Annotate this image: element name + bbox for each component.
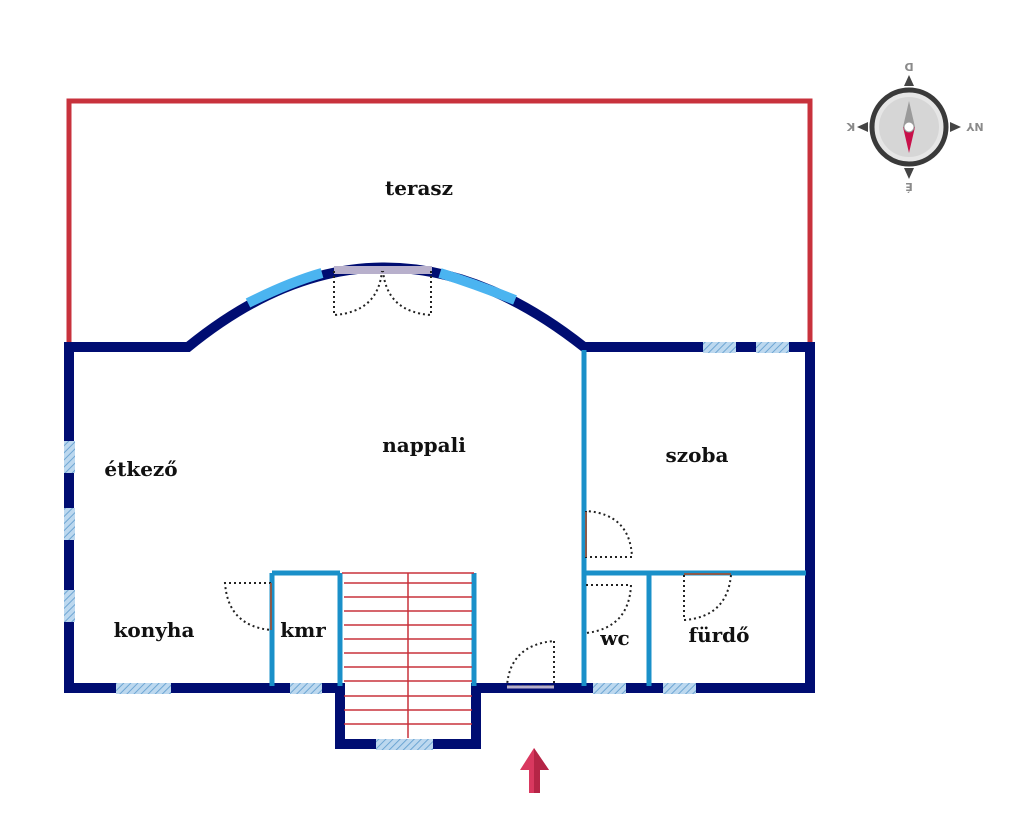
window-dining-1 bbox=[64, 441, 75, 473]
entrance-arrow-icon bbox=[520, 748, 549, 793]
room-label-nappali: nappali bbox=[382, 433, 466, 457]
window-bath bbox=[663, 683, 696, 694]
room-label-wc: wc bbox=[599, 626, 629, 650]
kitchen-door bbox=[223, 582, 272, 631]
room-label-konyha: konyha bbox=[114, 618, 195, 642]
terrace-door-right bbox=[382, 270, 432, 317]
terrace-door-left bbox=[333, 270, 383, 317]
compass-rose-icon bbox=[857, 75, 961, 179]
wc-door bbox=[585, 584, 633, 634]
window-room-1 bbox=[703, 342, 736, 353]
compass-west-label: K bbox=[846, 120, 855, 133]
terrace-outline bbox=[66, 98, 813, 345]
window-wc bbox=[593, 683, 626, 694]
room-door bbox=[585, 510, 634, 558]
bath-door bbox=[683, 574, 732, 622]
room-label-terasz: terasz bbox=[385, 176, 453, 200]
entrance-door bbox=[505, 640, 555, 687]
room-label-etkezo: étkező bbox=[104, 457, 177, 481]
terrace-door-frame bbox=[334, 266, 432, 274]
compass-east-label: NY bbox=[965, 120, 983, 133]
window-room-2 bbox=[756, 342, 789, 353]
room-label-kmr: kmr bbox=[280, 618, 326, 642]
staircase bbox=[342, 572, 474, 738]
window-stair-bottom bbox=[376, 739, 433, 750]
window-pantry bbox=[290, 683, 322, 694]
window-kitchen bbox=[64, 590, 75, 622]
window-dining-2 bbox=[64, 508, 75, 540]
room-label-furdo: fürdő bbox=[688, 623, 749, 647]
arc-window-right bbox=[438, 268, 517, 305]
window-kitchen-bottom bbox=[116, 683, 171, 694]
compass-south-label: É bbox=[905, 180, 913, 193]
compass-north-label: D bbox=[904, 60, 913, 73]
room-label-szoba: szoba bbox=[666, 443, 729, 467]
windows bbox=[64, 342, 789, 750]
outer-walls bbox=[64, 262, 815, 749]
arc-window-left bbox=[245, 268, 324, 308]
